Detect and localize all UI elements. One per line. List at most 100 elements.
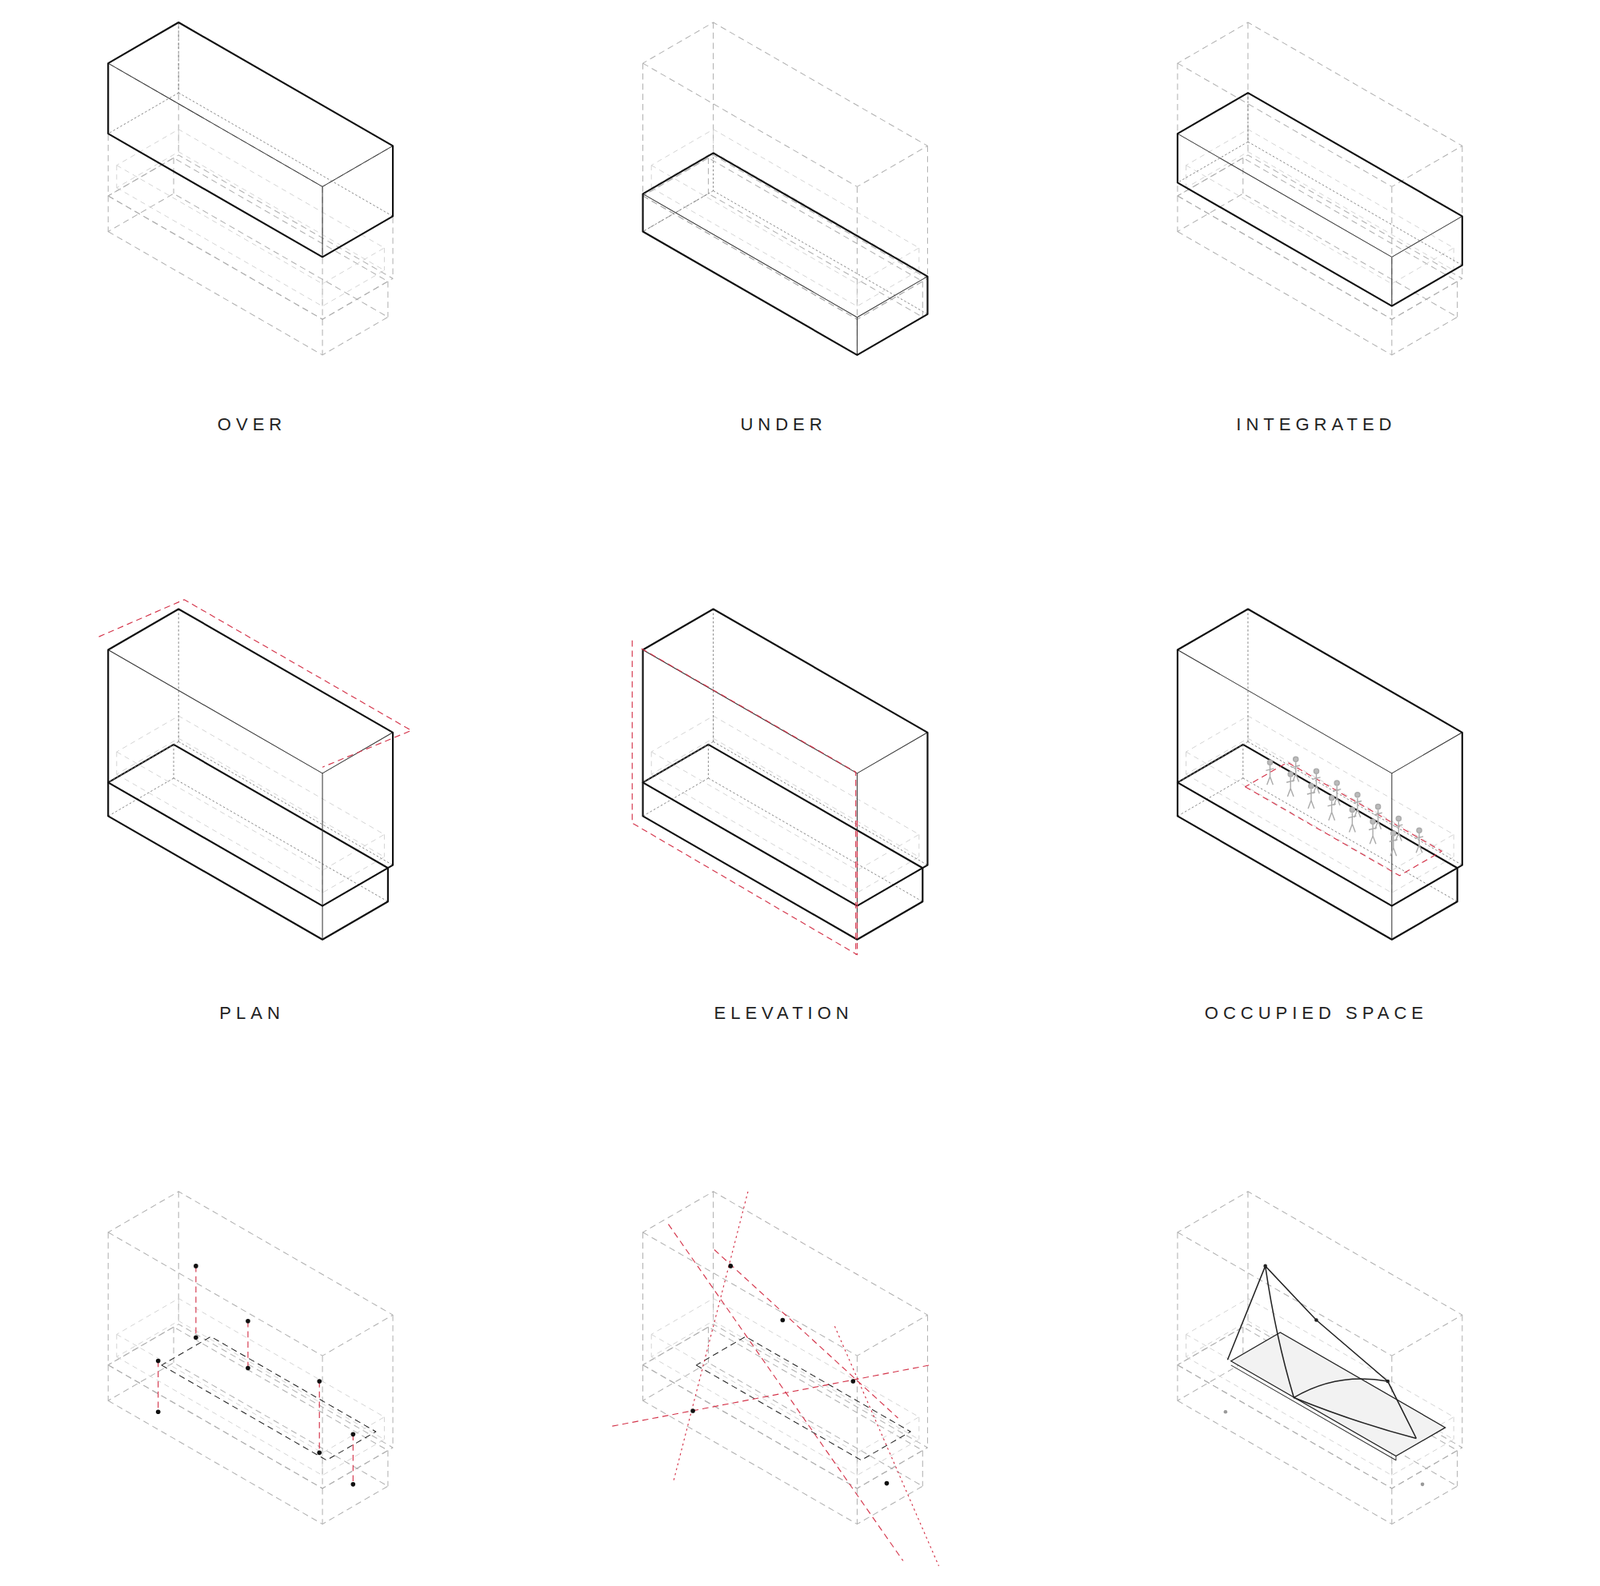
envelope-line <box>1176 196 1178 232</box>
hidden-edge <box>708 744 709 779</box>
envelope-line <box>918 1417 920 1440</box>
box-outline <box>643 608 928 906</box>
person-head <box>1308 784 1314 789</box>
person-figure <box>1292 756 1300 782</box>
envelope-line <box>1242 157 1244 194</box>
person-head <box>1293 756 1299 762</box>
box-edge <box>856 732 928 774</box>
panel-label: OCCUPIED SPACE <box>1204 1003 1428 1024</box>
support-line <box>195 1266 196 1338</box>
envelope-line <box>1453 834 1455 857</box>
box-edge <box>1391 256 1392 306</box>
floor-outline <box>161 1336 376 1461</box>
node-dot <box>1263 1264 1268 1269</box>
panel-illustration <box>632 608 928 955</box>
envelope-line <box>108 1327 388 1489</box>
envelope-line <box>1186 716 1455 871</box>
person-head <box>1370 819 1376 824</box>
person-body <box>1286 777 1295 797</box>
person-figure <box>1312 768 1320 794</box>
person-body <box>1312 774 1320 794</box>
person-body <box>1332 786 1341 806</box>
person-figure <box>1394 816 1403 841</box>
elevation-outline <box>641 648 856 956</box>
envelope-line <box>1177 22 1463 187</box>
person-head <box>1288 772 1293 777</box>
geometry-line <box>612 1365 931 1428</box>
envelope-line <box>384 834 385 857</box>
person-head <box>1376 804 1381 810</box>
envelope-line <box>643 1192 928 1356</box>
envelope-line <box>1186 152 1455 307</box>
envelope-line <box>108 193 388 356</box>
person-body <box>1415 833 1424 853</box>
envelope-line <box>116 129 385 284</box>
envelope-line <box>651 1321 920 1476</box>
support-line <box>247 1321 248 1369</box>
envelope-line <box>643 155 928 320</box>
envelope-line <box>922 1451 924 1488</box>
panel-label: ELEVATION <box>713 1003 853 1024</box>
box-edge <box>108 650 323 774</box>
envelope-line <box>1248 129 1249 152</box>
envelope-line <box>1177 155 1463 320</box>
geometry-line <box>834 1326 939 1567</box>
envelope-line <box>1247 22 1248 156</box>
envelope-line <box>712 1298 714 1321</box>
envelope-line <box>1185 752 1187 775</box>
hidden-edge <box>643 191 714 232</box>
node-dot <box>780 1318 786 1324</box>
hidden-edge <box>1177 741 1248 783</box>
envelope-line <box>856 1453 858 1476</box>
envelope-line <box>642 63 644 196</box>
envelope-line <box>108 1363 388 1525</box>
person-body <box>1353 798 1362 818</box>
envelope-line <box>643 1363 924 1525</box>
person-head <box>1267 760 1272 765</box>
person-head <box>1334 780 1340 786</box>
hidden-edge <box>1248 741 1463 865</box>
person-figure <box>1353 792 1362 818</box>
person-head <box>1329 796 1335 801</box>
envelope-line <box>651 1334 652 1357</box>
envelope-line <box>178 1298 180 1321</box>
envelope-line <box>643 193 924 356</box>
envelope-line <box>712 1192 714 1325</box>
box-edge <box>1392 732 1463 774</box>
envelope-line <box>178 22 180 156</box>
envelope-line <box>651 1298 920 1453</box>
envelope-line <box>1391 319 1392 356</box>
envelope-line <box>643 1327 924 1489</box>
envelope-line <box>322 319 324 356</box>
envelope-line <box>108 1232 109 1366</box>
hidden-edge <box>178 608 180 742</box>
panel-label: UNDER <box>740 414 827 436</box>
box-outline <box>1177 92 1463 307</box>
envelope-line <box>708 157 709 194</box>
support-line <box>157 1361 159 1413</box>
envelope-line <box>1177 1192 1463 1356</box>
person-figure <box>1368 819 1377 844</box>
node-dot <box>351 1432 356 1438</box>
hidden-edge <box>712 608 714 742</box>
panel-illustration <box>1177 608 1463 940</box>
envelope-line <box>1186 1321 1455 1476</box>
node-dot <box>728 1264 733 1269</box>
hidden-edge <box>108 92 179 134</box>
envelope-line <box>1391 1488 1392 1525</box>
box-edge <box>856 276 928 318</box>
envelope-line <box>108 155 393 320</box>
panel-illustration <box>99 600 412 940</box>
hidden-edge <box>712 152 714 191</box>
envelope-line <box>856 284 858 307</box>
node-dot <box>351 1482 356 1488</box>
panel-illustration <box>643 22 928 356</box>
envelope-line <box>108 196 109 232</box>
hidden-edge <box>713 741 928 865</box>
envelope-line <box>1185 165 1187 188</box>
box-edge <box>322 145 393 187</box>
person-figure <box>1373 804 1382 830</box>
envelope-line <box>651 752 652 775</box>
envelope-line <box>108 22 393 187</box>
box-edge <box>322 906 324 940</box>
